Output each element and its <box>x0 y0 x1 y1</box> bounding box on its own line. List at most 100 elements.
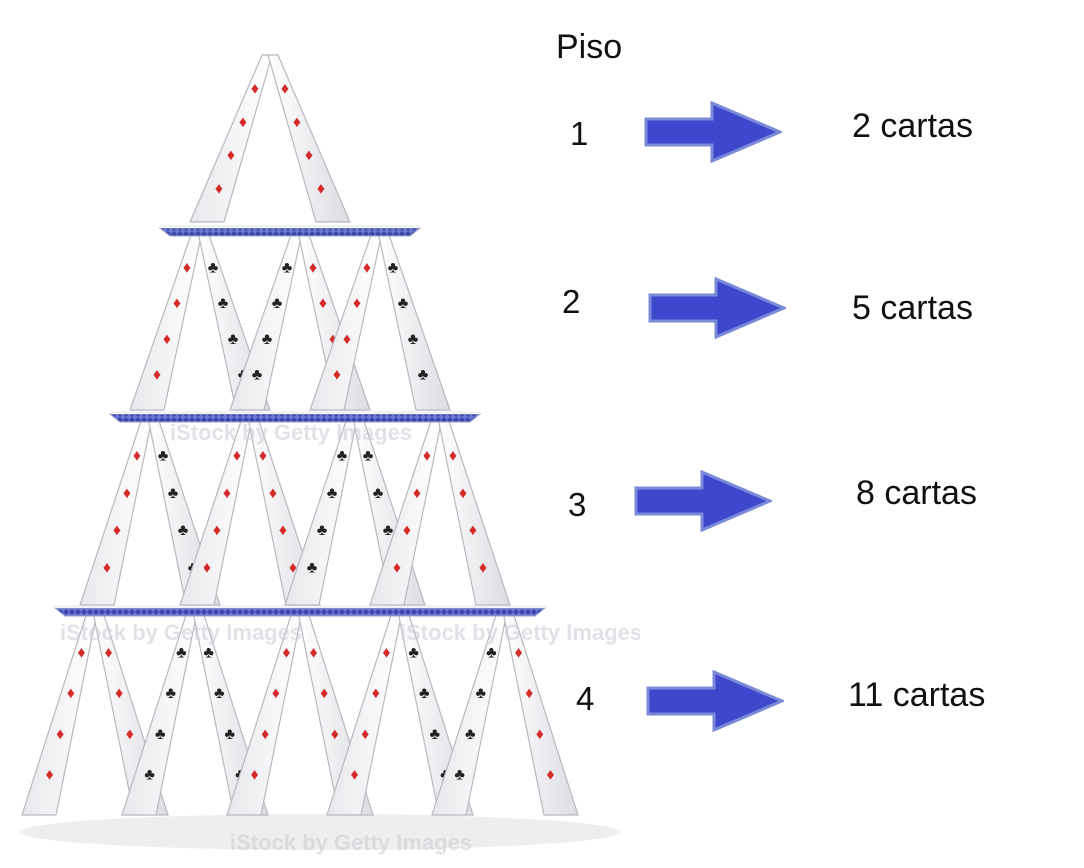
floor-number: 3 <box>568 486 587 523</box>
card-pip: ♣ <box>363 447 374 464</box>
row-floor-1: 1 2 cartas <box>0 95 1084 175</box>
playing-card: ♦ ♦ ♦ ♦ <box>309 231 383 411</box>
card-pip: ♣ <box>408 645 419 662</box>
card-pip: ♣ <box>282 260 293 277</box>
card-pip: ♣ <box>430 726 441 743</box>
card-pip: ♦ <box>105 645 113 662</box>
card-pip: ♦ <box>449 447 457 464</box>
card-pip: ♣ <box>408 331 419 348</box>
card-pip: ♣ <box>272 295 283 312</box>
card-pip: ♦ <box>536 726 544 743</box>
card-pip: ♦ <box>173 295 181 312</box>
card-pip: ♦ <box>382 645 390 662</box>
card-pip: ♦ <box>115 685 123 702</box>
card-pip: ♣ <box>383 522 394 539</box>
playing-card: ♦♦♦♦ <box>267 54 351 223</box>
card-pip: ♣ <box>166 685 177 702</box>
card-pip: ♦ <box>56 726 64 743</box>
card-pip: ♦ <box>183 260 191 277</box>
header-floor: Piso <box>556 28 623 66</box>
card-pip: ♦ <box>329 331 337 348</box>
playing-card: ♣♣♣♣ <box>229 231 303 411</box>
card-pip: ♦ <box>372 685 380 702</box>
cards-layer: ♦♦♦♦♦♦♦♦♣♣♣♣♣♣♣♣♦♦♦♦♦♦♦♦♦♦♦♦♣♣♣♣♣♣♣♣♦♦♦♦… <box>21 54 579 816</box>
watermark-text: iStock by Getty Images <box>170 420 412 445</box>
arrow-right-icon <box>646 670 784 732</box>
card-pip: ♣ <box>327 485 338 502</box>
card-pip: ♦ <box>103 560 111 577</box>
card-pip: ♣ <box>419 685 430 702</box>
card-pip: ♣ <box>178 522 189 539</box>
card-pip: ♣ <box>454 766 465 783</box>
card-count: 2 cartas <box>852 107 973 145</box>
card-pip: ♦ <box>289 560 297 577</box>
card-pip: ♦ <box>213 522 221 539</box>
card-pip: ♣ <box>465 726 476 743</box>
card-pip: ♣ <box>307 560 318 577</box>
card-pip: ♣ <box>398 295 409 312</box>
card-pip: ♦ <box>525 685 533 702</box>
card-pip: ♣ <box>388 260 399 277</box>
card-pip: ♣ <box>176 645 187 662</box>
card-pip: ♦ <box>261 726 269 743</box>
card-pip: ♦ <box>293 114 301 131</box>
watermark: iStock by Getty Images iStock by Getty I… <box>60 420 640 855</box>
card-pip: ♦ <box>46 766 54 783</box>
card-pip: ♦ <box>305 147 313 164</box>
card-pip: ♦ <box>310 645 318 662</box>
card-pip: ♣ <box>158 447 169 464</box>
card-pip: ♦ <box>319 295 327 312</box>
card-pip: ♦ <box>123 485 131 502</box>
card-pip: ♣ <box>317 522 328 539</box>
card-pip: ♦ <box>269 485 277 502</box>
card-pip: ♦ <box>393 560 401 577</box>
card-pip: ♦ <box>279 522 287 539</box>
card-pip: ♦ <box>403 522 411 539</box>
card-pip: ♣ <box>218 295 229 312</box>
card-pip: ♣ <box>476 685 487 702</box>
card-pip: ♦ <box>259 447 267 464</box>
card-pip: ♦ <box>227 147 235 164</box>
card-pip: ♣ <box>155 726 166 743</box>
card-pip: ♦ <box>282 645 290 662</box>
card-pip: ♦ <box>320 685 328 702</box>
card-pip: ♦ <box>423 447 431 464</box>
card-pip: ♣ <box>168 485 179 502</box>
card-pip: ♣ <box>144 766 155 783</box>
arrow-right-icon <box>634 470 772 532</box>
card-pip: ♦ <box>239 114 247 131</box>
card-count: 8 cartas <box>856 474 977 512</box>
card-pip: ♦ <box>233 447 241 464</box>
card-pip: ♣ <box>208 260 219 277</box>
card-pip: ♦ <box>133 447 141 464</box>
watermark-text: iStock by Getty Images <box>230 830 472 855</box>
card-pip: ♦ <box>67 685 75 702</box>
card-count: 11 cartas <box>848 676 986 714</box>
card-pip: ♦ <box>281 80 289 97</box>
row-floor-3: 3 8 cartas <box>0 468 1084 548</box>
arrow-right-icon <box>648 277 786 339</box>
flat-card <box>53 605 547 617</box>
row-floor-2: 2 5 cartas <box>0 275 1084 355</box>
card-pip: ♦ <box>113 522 121 539</box>
card-pip: ♦ <box>413 485 421 502</box>
playing-card: ♦♦♦♦ <box>179 417 253 606</box>
card-pip: ♣ <box>373 485 384 502</box>
card-pip: ♦ <box>317 181 325 198</box>
card-pip: ♦ <box>223 485 231 502</box>
watermark-text: iStock by Getty Images <box>400 620 640 645</box>
watermark-text: iStock by Getty Images <box>60 620 302 645</box>
card-pip: ♣ <box>418 366 429 383</box>
card-pip: ♦ <box>251 766 259 783</box>
card-pip: ♦ <box>77 645 85 662</box>
card-pip: ♦ <box>363 260 371 277</box>
floor-number: 1 <box>570 115 589 152</box>
card-pip: ♦ <box>343 331 351 348</box>
card-pip: ♦ <box>479 560 487 577</box>
card-pip: ♣ <box>486 645 497 662</box>
card-pip: ♣ <box>203 645 214 662</box>
card-pip: ♦ <box>251 80 259 97</box>
card-pip: ♦ <box>272 685 280 702</box>
floor-number: 2 <box>562 283 581 320</box>
